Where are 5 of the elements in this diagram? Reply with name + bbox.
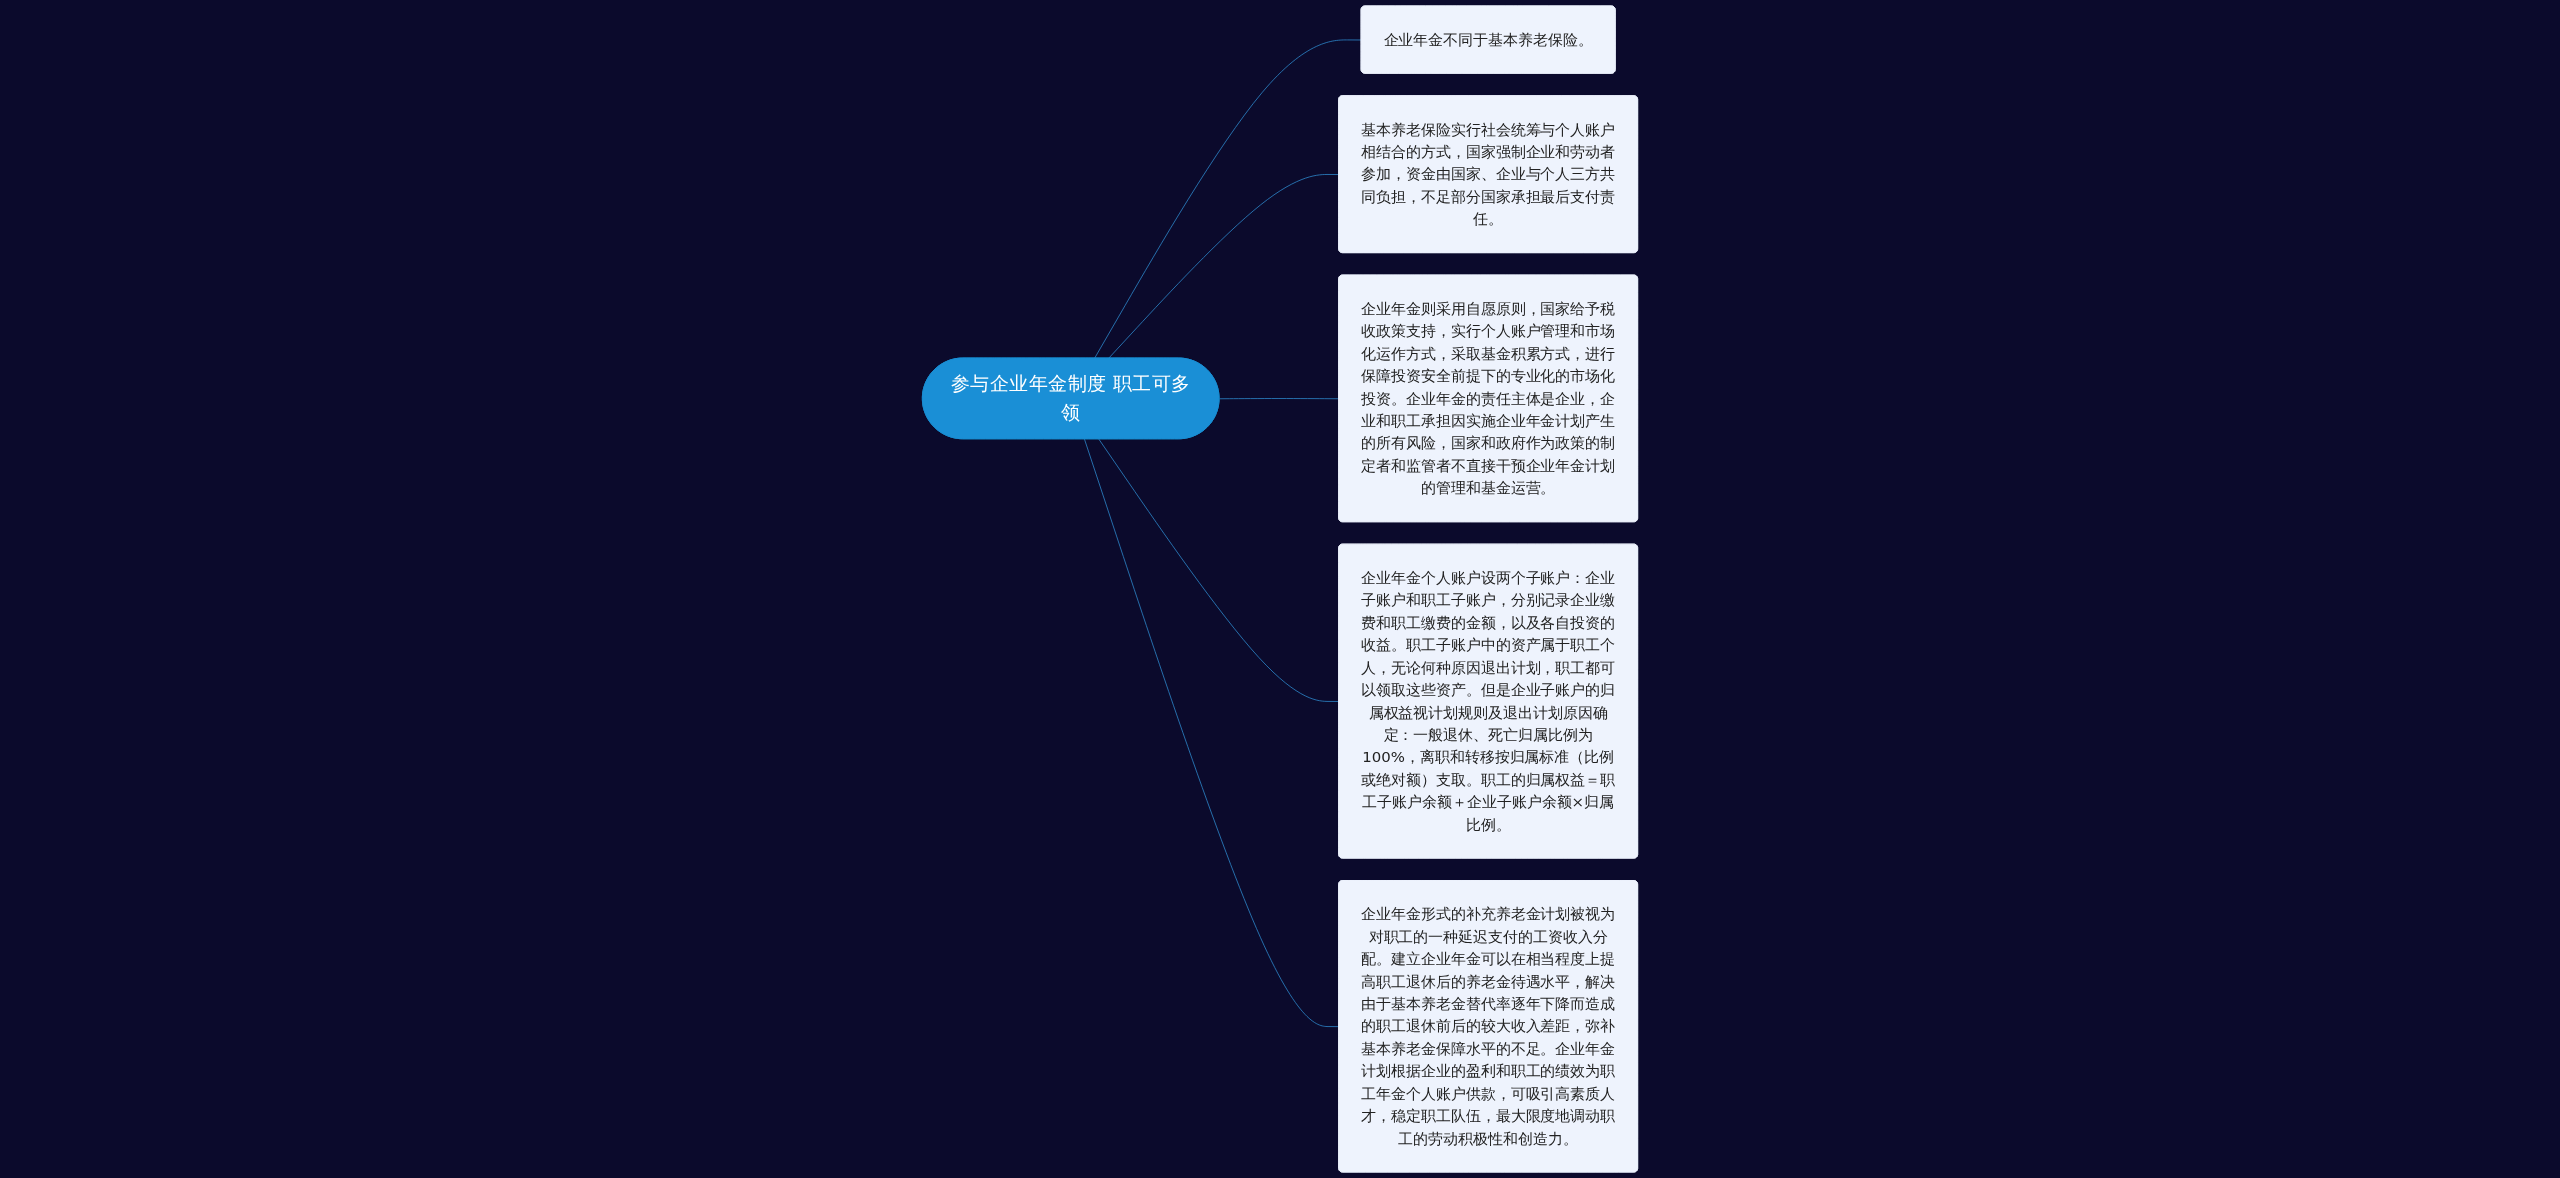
connector	[1084, 438, 1340, 1027]
connector	[1108, 174, 1340, 359]
connector	[1094, 39, 1362, 359]
connector	[1219, 398, 1340, 400]
connector	[1098, 438, 1340, 702]
